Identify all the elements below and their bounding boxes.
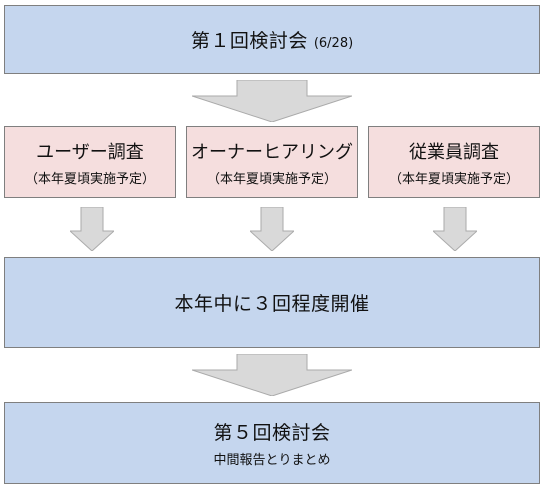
- employee-survey-box: 従業員調査 （本年夏頃実施予定）: [368, 126, 540, 198]
- first-meeting-title: 第１回検討会: [190, 30, 308, 52]
- user-survey-box: ユーザー調査 （本年夏頃実施予定）: [4, 126, 176, 198]
- fifth-meeting-box: 第５回検討会 中間報告とりまとめ: [4, 402, 540, 484]
- owner-hearing-title: オーナーヒアリング: [191, 141, 353, 163]
- down-arrow-small-3: [433, 207, 477, 251]
- first-meeting-box: 第１回検討会 (6/28): [4, 5, 540, 74]
- employee-survey-title: 従業員調査: [409, 141, 499, 163]
- down-arrow-small-1: [70, 207, 114, 251]
- owner-hearing-note: （本年夏頃実施予定）: [206, 171, 337, 187]
- fifth-meeting-title: 第５回検討会: [213, 422, 331, 444]
- down-arrow-wide-1: [192, 80, 352, 122]
- owner-hearing-box: オーナーヒアリング （本年夏頃実施予定）: [186, 126, 358, 198]
- meetings-box: 本年中に３回程度開催: [4, 257, 540, 348]
- meetings-title: 本年中に３回程度開催: [174, 293, 370, 315]
- down-arrow-small-2: [250, 207, 294, 251]
- down-arrow-wide-2: [192, 354, 352, 396]
- first-meeting-date: (6/28): [313, 36, 354, 51]
- employee-survey-note: （本年夏頃実施予定）: [388, 171, 519, 187]
- user-survey-title: ユーザー調査: [36, 141, 144, 163]
- fifth-meeting-subtitle: 中間報告とりまとめ: [213, 453, 331, 468]
- user-survey-note: （本年夏頃実施予定）: [24, 171, 155, 187]
